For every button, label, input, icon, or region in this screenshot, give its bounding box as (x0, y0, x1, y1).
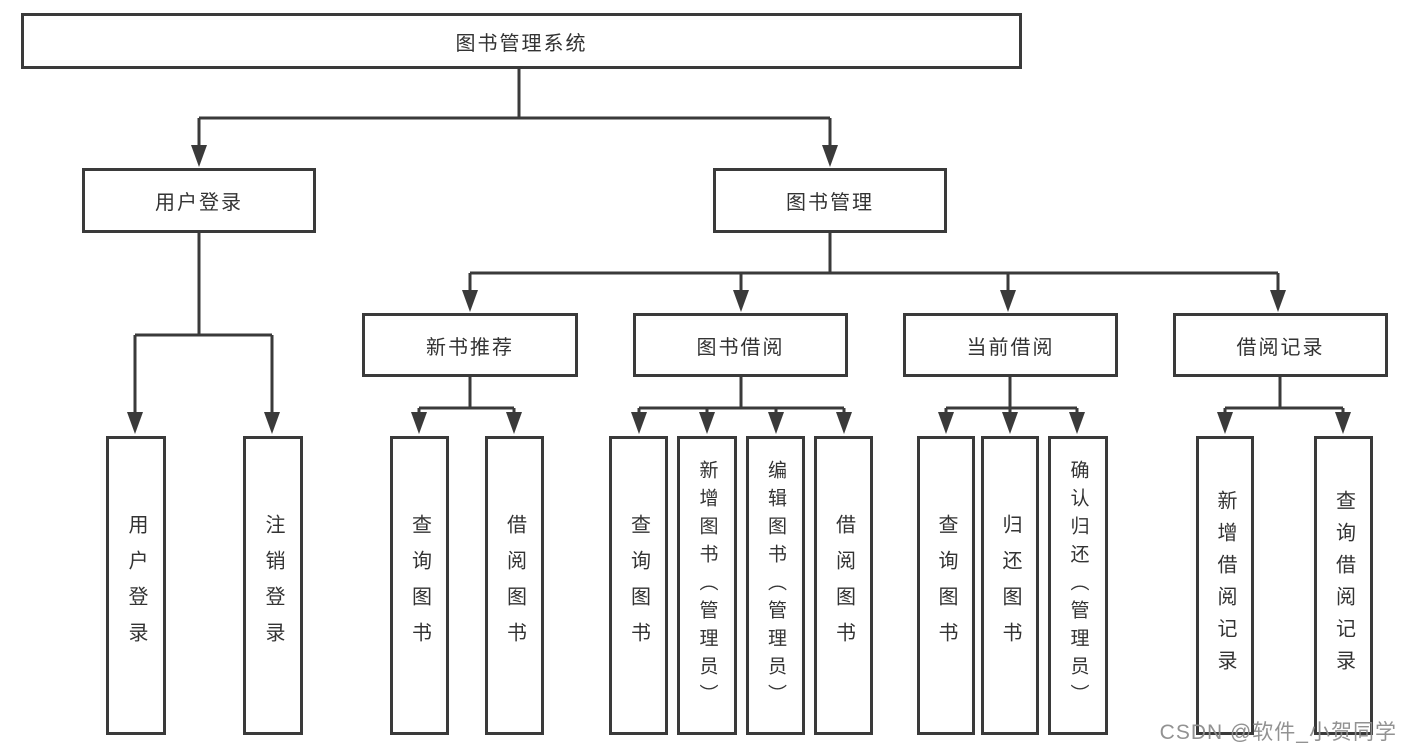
csdn-watermark: CSDN @软件_小贺同学 (1159, 721, 1397, 744)
node-leaf-query-books-1: 查询图书 (390, 436, 449, 735)
node-leaf-query-books-2: 查询图书 (609, 436, 668, 735)
node-user-login-branch: 用户登录 (82, 168, 316, 233)
node-borrowing-records: 借阅记录 (1173, 313, 1388, 377)
node-leaf-edit-books-admin: 编辑图书（管理员） (746, 436, 805, 735)
node-leaf-add-books-admin: 新增图书（管理员） (677, 436, 737, 735)
node-leaf-user-login: 用户登录 (106, 436, 166, 735)
node-new-book-recommendation: 新书推荐 (362, 313, 578, 377)
node-leaf-add-borrow-record: 新增借阅记录 (1196, 436, 1254, 735)
node-leaf-logout: 注销登录 (243, 436, 303, 735)
node-current-borrowing: 当前借阅 (903, 313, 1118, 377)
node-leaf-query-borrow-record: 查询借阅记录 (1314, 436, 1373, 735)
node-leaf-return-books: 归还图书 (981, 436, 1039, 735)
node-library-management-system: 图书管理系统 (21, 13, 1022, 69)
node-leaf-confirm-return-admin: 确认归还（管理员） (1048, 436, 1108, 735)
node-leaf-query-books-3: 查询图书 (917, 436, 975, 735)
node-leaf-borrow-books-1: 借阅图书 (485, 436, 544, 735)
arrowhead-icons (127, 145, 1351, 434)
node-leaf-borrow-books-2: 借阅图书 (814, 436, 873, 735)
node-book-borrowing: 图书借阅 (633, 313, 848, 377)
node-book-management-branch: 图书管理 (713, 168, 947, 233)
